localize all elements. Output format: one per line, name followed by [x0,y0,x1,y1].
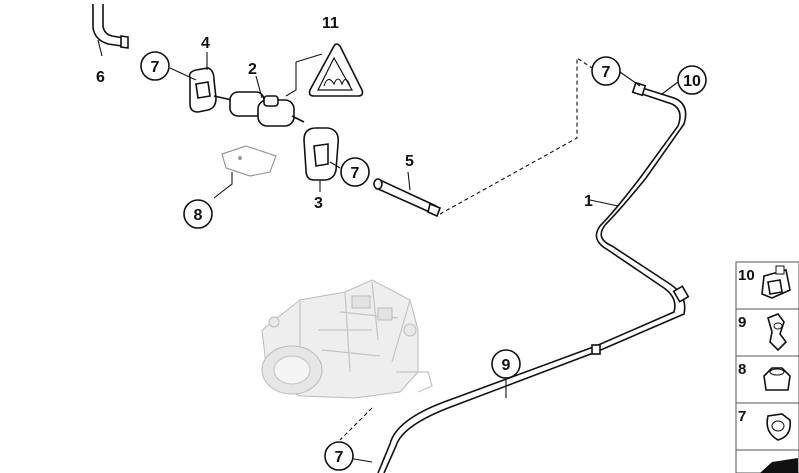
label-2: 2 [248,61,257,78]
side-parts-panel: 10 9 8 7 [735,261,799,473]
label-3: 3 [314,195,323,212]
callout-7d: 7 [324,441,354,471]
label-5: 5 [405,153,414,170]
svg-text:7: 7 [335,449,344,466]
side-label-10: 10 [738,267,755,284]
callout-10: 10 [661,65,707,95]
hot-surface-warning-icon [308,43,364,97]
callout-9: 9 [491,349,521,379]
fuel-line-9 [377,344,601,473]
callout-7b: 7 [329,157,370,187]
valve-2 [213,91,305,127]
clip-9-icon [767,313,788,352]
label-1: 1 [584,193,593,210]
side-label-8: 8 [738,361,746,378]
label-4: 4 [201,35,210,52]
svg-text:7: 7 [602,64,611,81]
fuel-line-1 [595,81,690,353]
side-label-7: 7 [738,408,746,425]
label-11: 11 [322,15,339,32]
svg-text:8: 8 [194,207,203,224]
callout-7c: 7 [591,56,641,87]
bracket-3 [303,127,340,181]
hose-6 [92,4,129,49]
svg-text:7: 7 [151,59,160,76]
svg-text:7: 7 [351,165,360,182]
tank-component-icon [261,279,433,399]
callout-8: 8 [183,199,213,229]
bracket-8 [221,145,277,177]
bracket-4 [188,67,217,113]
hose-5 [373,178,442,218]
clip-10-icon [761,265,791,299]
callout-7a: 7 [140,51,197,81]
label-6: 6 [96,69,105,86]
side-label-9: 9 [738,314,746,331]
svg-text:9: 9 [502,357,511,374]
clamp-7-icon [766,413,792,441]
nut-8-icon [763,367,791,391]
svg-text:10: 10 [683,73,701,90]
